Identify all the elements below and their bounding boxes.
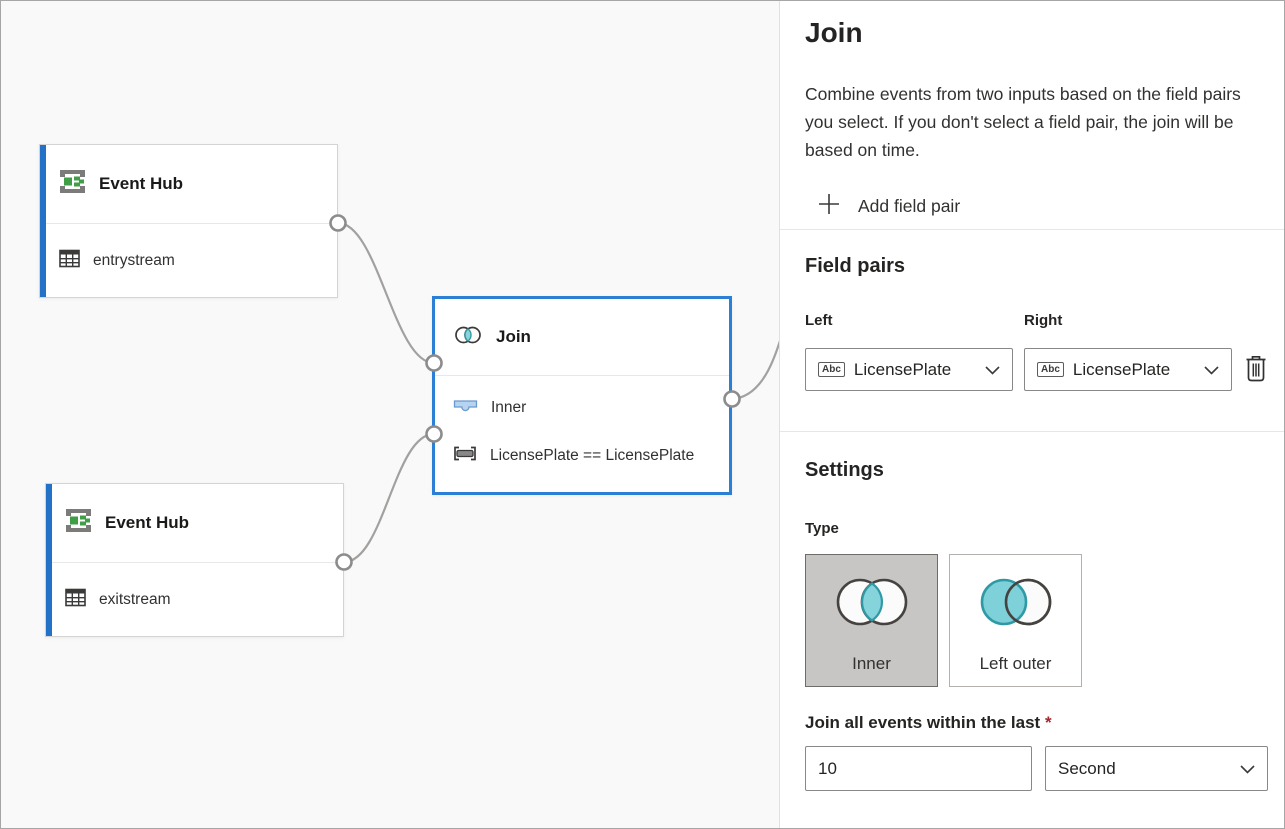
event-hub-icon <box>65 506 92 540</box>
left-field-value: LicensePlate <box>853 359 952 379</box>
join-window-label-text: Join all events within the last <box>805 713 1041 732</box>
event-hub-icon <box>59 167 86 201</box>
connection-line[interactable] <box>343 432 435 564</box>
window-unit-value: Second <box>1058 758 1116 778</box>
expression-icon <box>453 445 477 467</box>
stream-name: entrystream <box>93 252 175 269</box>
window-unit-dropdown[interactable]: Second <box>1045 746 1268 791</box>
node-title: Event Hub <box>105 513 190 532</box>
venn-inner-icon <box>825 569 919 644</box>
node-event-hub-entrystream[interactable]: Event Hub entrystream <box>39 144 338 298</box>
node-event-hub-exitstream[interactable]: Event Hub exitstream <box>45 483 344 637</box>
field-pairs-heading: Field pairs <box>805 255 906 277</box>
properties-panel: Join Combine events from two inputs base… <box>779 1 1284 828</box>
section-divider <box>780 431 1284 432</box>
right-field-label: Right <box>1024 312 1063 329</box>
venn-left-outer-icon <box>969 569 1063 644</box>
section-divider <box>780 229 1284 230</box>
node-header: Event Hub <box>40 145 337 224</box>
join-type-option-left-outer[interactable]: Left outer <box>949 554 1082 687</box>
table-icon <box>65 588 86 612</box>
node-accent-bar <box>46 484 52 636</box>
join-type-option-inner[interactable]: Inner <box>805 554 938 687</box>
node-header: Join <box>435 299 729 376</box>
chevron-down-icon <box>1240 759 1255 779</box>
left-field-label: Left <box>805 312 833 329</box>
node-header: Event Hub <box>46 484 343 563</box>
chevron-down-icon <box>1204 360 1219 380</box>
join-expression-row[interactable]: LicensePlate == LicensePlate <box>435 432 729 480</box>
join-expression-text: LicensePlate == LicensePlate <box>490 447 695 464</box>
table-icon <box>59 249 80 273</box>
chevron-down-icon <box>985 360 1000 380</box>
node-stream-row[interactable]: entrystream <box>40 224 337 298</box>
join-type-option-label: Inner <box>852 654 891 673</box>
join-type-text: Inner <box>491 399 527 416</box>
node-join[interactable]: Join Inner <box>432 296 732 495</box>
panel-description: Combine events from two inputs based on … <box>805 84 1241 160</box>
type-label: Type <box>805 520 839 537</box>
join-type-option-label: Left outer <box>979 654 1052 673</box>
trash-icon <box>1244 354 1268 388</box>
connection-line[interactable] <box>731 301 779 401</box>
connection-line[interactable] <box>337 221 435 365</box>
delete-field-pair-button[interactable] <box>1242 354 1270 388</box>
panel-title: Join <box>805 17 863 48</box>
inner-join-icon <box>453 398 478 419</box>
plus-icon <box>818 193 840 220</box>
add-field-pair-label: Add field pair <box>858 195 961 216</box>
abc-type-icon: Abc <box>1037 362 1064 377</box>
node-accent-bar <box>40 145 46 297</box>
right-field-value: LicensePlate <box>1072 359 1171 379</box>
join-type-row[interactable]: Inner <box>435 384 729 432</box>
node-title: Event Hub <box>99 174 184 193</box>
join-window-label: Join all events within the last * <box>805 713 1052 733</box>
settings-heading: Settings <box>805 459 884 481</box>
window-duration-input[interactable] <box>805 746 1032 791</box>
node-stream-row[interactable]: exitstream <box>46 563 343 637</box>
node-title: Join <box>496 327 531 346</box>
abc-type-icon: Abc <box>818 362 845 377</box>
stream-name: exitstream <box>99 591 171 608</box>
required-marker: * <box>1044 713 1052 732</box>
join-venn-icon <box>453 323 483 352</box>
left-field-dropdown[interactable]: Abc LicensePlate <box>805 348 1013 391</box>
diagram-canvas[interactable]: Event Hub entrystream <box>1 1 779 828</box>
right-field-dropdown[interactable]: Abc LicensePlate <box>1024 348 1232 391</box>
add-field-pair-button[interactable]: Add field pair <box>818 191 960 221</box>
